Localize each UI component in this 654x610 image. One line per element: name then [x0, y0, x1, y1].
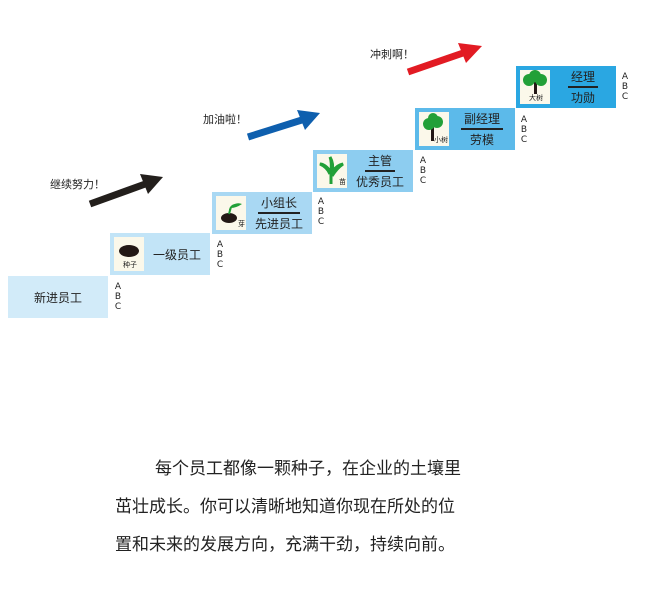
step-title: 主管 — [364, 152, 395, 172]
slogan-come-on: 加油啦！ — [203, 113, 247, 126]
big-tree-icon: 大树 — [520, 70, 550, 104]
step-title: 经理 — [567, 68, 598, 88]
description-paragraph: 每个员工都像一颗种子，在企业的土壤里 茁壮成长。你可以清晰地知道你现在所处的位 … — [115, 450, 515, 564]
icon-caption: 苗 — [339, 178, 346, 186]
step-level-one: 种子 一级员工 — [110, 233, 210, 275]
icon-caption: 芽 — [238, 220, 245, 228]
step-title: 副经理 — [460, 110, 503, 130]
step-team-leader: 芽 小组长先进员工 — [212, 192, 312, 234]
seed-icon: 种子 — [114, 237, 144, 271]
step-deputy-manager: 小树 副经理劳模 — [415, 108, 515, 150]
sprout-icon: 芽 — [216, 196, 246, 230]
paragraph-line: 每个员工都像一颗种子，在企业的土壤里 — [155, 459, 461, 479]
icon-caption: 种子 — [123, 261, 137, 269]
step-new-employee: 新进员工 — [8, 276, 108, 318]
step-subtitle: 先进员工 — [254, 217, 303, 231]
step-supervisor: 苗 主管优秀员工 — [313, 150, 413, 192]
step-title: 新进员工 — [33, 290, 82, 305]
black-arrow-icon — [88, 174, 163, 208]
step-title: 小组长 — [257, 194, 300, 214]
icon-caption: 大树 — [529, 94, 543, 102]
paragraph-line: 置和未来的发展方向，充满干劲，持续向前。 — [115, 535, 455, 555]
slogan-keep-going: 继续努力！ — [50, 178, 105, 191]
red-arrow-icon — [406, 43, 482, 76]
arrows — [88, 43, 482, 208]
paragraph-line: 茁壮成长。你可以清晰地知道你现在所处的位 — [115, 497, 455, 517]
small-tree-icon: 小树 — [419, 112, 449, 146]
step-title: 一级员工 — [152, 247, 201, 262]
blue-arrow-icon — [246, 110, 320, 141]
seedling-icon: 苗 — [317, 154, 347, 188]
step-subtitle: 劳模 — [469, 133, 494, 147]
step-manager: 大树 经理功勋 — [516, 66, 616, 108]
slogan-sprint: 冲刺啊！ — [370, 48, 414, 61]
step-subtitle: 优秀员工 — [355, 175, 404, 189]
icon-caption: 小树 — [434, 136, 448, 144]
step-subtitle: 功勋 — [570, 91, 595, 105]
